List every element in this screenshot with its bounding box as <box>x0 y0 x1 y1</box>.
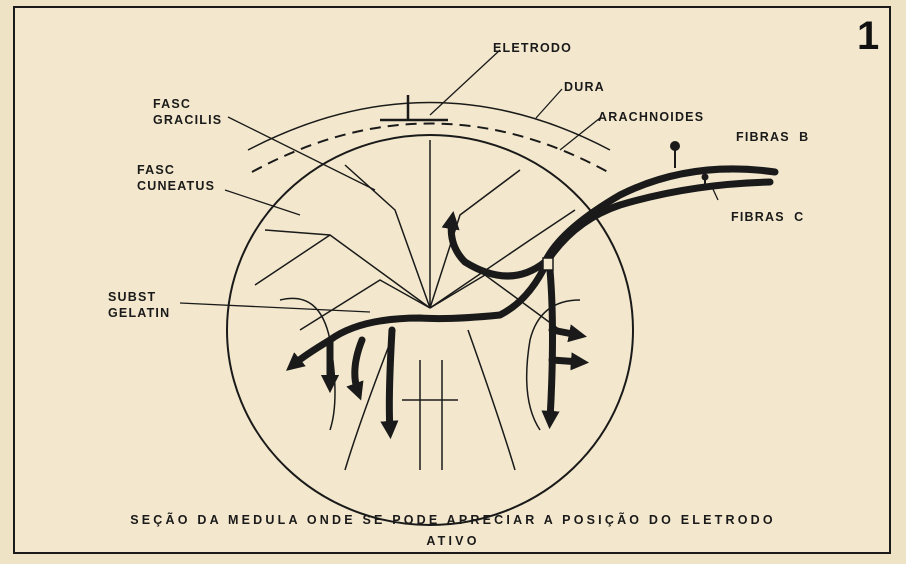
label-eletrodo: ELETRODO <box>493 40 572 56</box>
figure-caption: SEÇÃO DA MEDULA ONDE SE PODE APRECIAR A … <box>40 510 866 552</box>
fascicle-boundaries <box>255 140 580 470</box>
fiber-endings <box>671 142 708 185</box>
caption-line-1: SEÇÃO DA MEDULA ONDE SE PODE APRECIAR A … <box>40 510 866 531</box>
descending-branch-1 <box>355 340 362 392</box>
label-arachnoides: ARACHNOIDES <box>598 109 704 125</box>
electrode-contact <box>543 258 553 270</box>
label-fasc-gracilis-line2: GRACILIS <box>153 112 222 128</box>
caption-line-2: ATIVO <box>40 531 866 552</box>
label-subst-gelatin-line1: SUBST <box>108 289 156 305</box>
label-subst-gelatin-line2: GELATIN <box>108 305 170 321</box>
descending-branch-2 <box>389 330 392 430</box>
label-fibras-b: FIBRAS B <box>736 129 809 145</box>
label-fasc-cuneatus-line2: CUNEATUS <box>137 178 215 194</box>
label-dura: DURA <box>564 79 605 95</box>
right-branch-2 <box>552 360 580 362</box>
label-fibras-c: FIBRAS C <box>731 209 804 225</box>
label-fasc-cuneatus-line1: FASC <box>137 162 175 178</box>
fiber-pathways <box>293 169 775 430</box>
right-tract <box>550 270 553 420</box>
arachnoid-arc <box>248 103 610 151</box>
label-fasc-gracilis-line1: FASC <box>153 96 191 112</box>
panel-number: 1 <box>857 14 879 59</box>
right-branch-1 <box>552 330 578 335</box>
